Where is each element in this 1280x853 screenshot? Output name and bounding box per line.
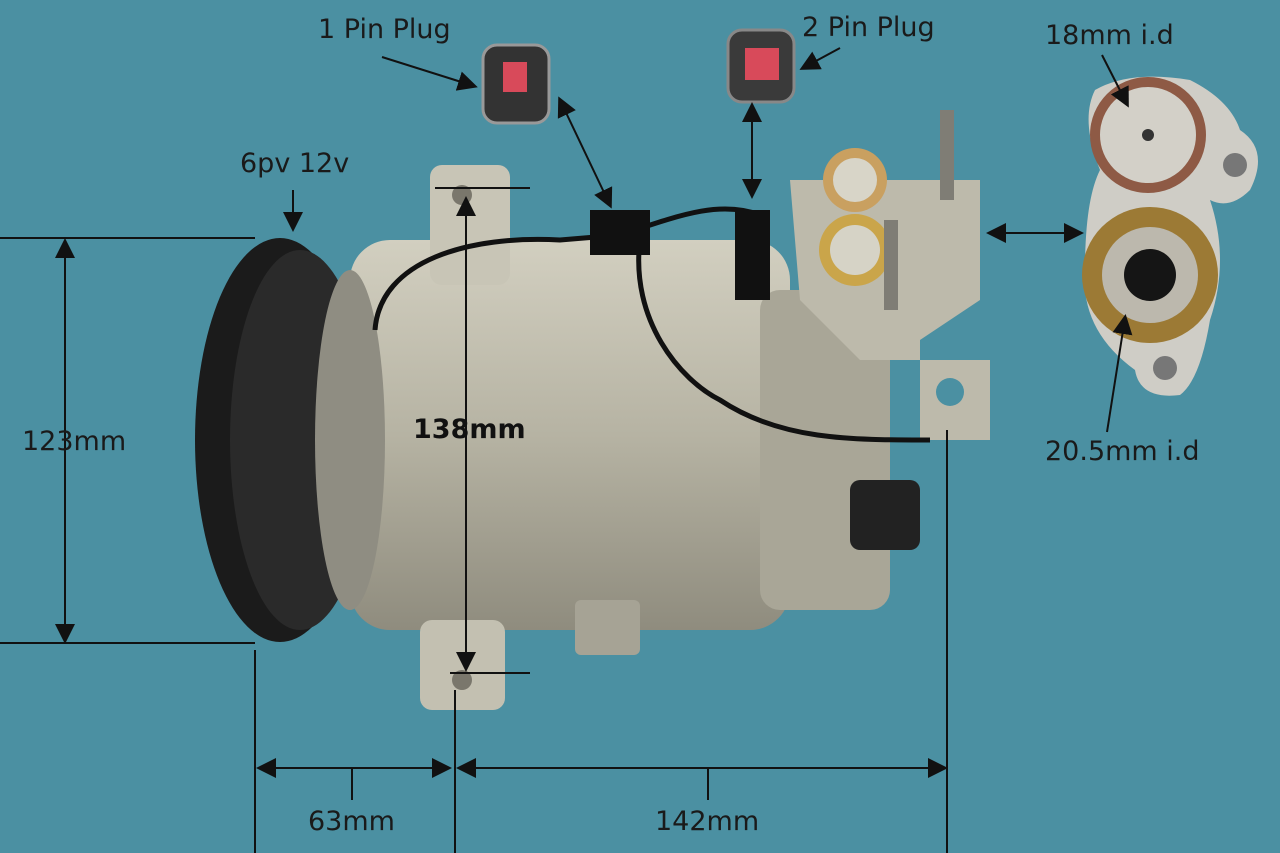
dimension-lines [0,47,1133,853]
wiring-harness [372,206,931,443]
one-pin-plug-label: 1 Pin Plug [318,14,451,45]
port-small-label: 18mm i.d [1045,20,1174,51]
one-pin-plug-image [481,43,551,125]
port-plate-image [1082,76,1258,396]
compressor-body [350,110,990,710]
height-dimension-label: 123mm [22,426,127,457]
two-pin-plug-label: 2 Pin Plug [802,12,935,43]
pulley [195,238,385,642]
port-large-label: 20.5mm i.d [1045,436,1200,467]
pulley-offset-dimension-label: 63mm [308,806,395,837]
two-pin-plug-image [726,28,796,104]
mount-span-dimension-label: 138mm [413,414,526,445]
pulley-label: 6pv 12v [240,148,350,179]
body-length-dimension-label: 142mm [655,806,760,837]
